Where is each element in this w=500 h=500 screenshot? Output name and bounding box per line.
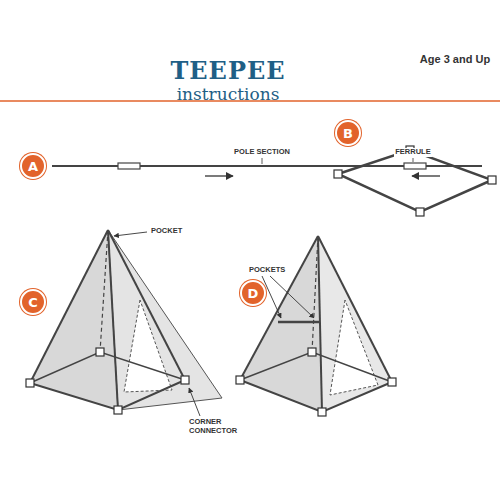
teepee-frame-c: [26, 230, 222, 416]
part-label: POCKETS: [248, 266, 286, 275]
step-letter: A: [28, 160, 38, 173]
step-letter: D: [248, 287, 259, 300]
age-note: Age 3 and Up: [420, 53, 490, 65]
part-label: POCKET: [150, 227, 183, 236]
step-letter: C: [28, 296, 38, 309]
teepee-frame-d: [236, 236, 396, 416]
step-badge: A: [20, 153, 46, 179]
step-badge: B: [335, 120, 361, 146]
subtitle: instructions: [177, 84, 280, 104]
pole-assembly: [52, 158, 482, 176]
base-frame: [334, 146, 496, 216]
part-label: POLE SECTION: [233, 148, 291, 157]
step-badge: C: [20, 289, 46, 315]
step-badge: D: [240, 280, 266, 306]
part-label: CORNER CONNECTOR: [188, 418, 242, 435]
title: TEEPEE: [170, 56, 285, 85]
part-label: FERRULE: [394, 148, 431, 157]
step-letter: B: [343, 127, 353, 140]
